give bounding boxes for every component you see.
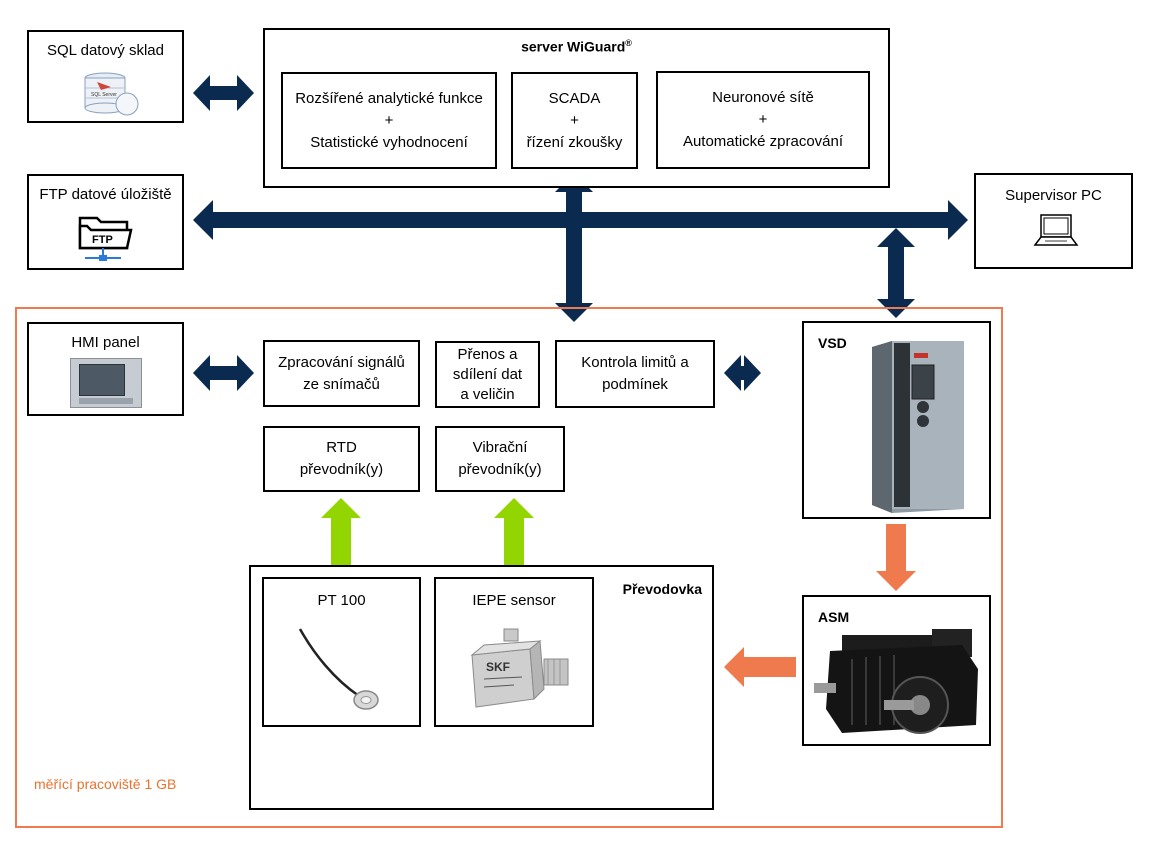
gearbox-label: Převodovka <box>622 581 702 597</box>
rtd-converter-box: RTD převodník(y) <box>263 426 420 492</box>
measurement-station-label: měřící pracoviště 1 GB <box>34 776 177 792</box>
ftp-folder-icon: FTP <box>78 216 133 261</box>
hmi-panel-label: HMI panel <box>71 334 140 351</box>
asm-motor-image <box>814 629 978 734</box>
iepe-label: IEPE sensor <box>472 592 556 609</box>
vsd-drive-image <box>872 341 964 513</box>
server-station-arrow <box>555 173 593 322</box>
bus-vsd-arrow <box>877 228 915 318</box>
vibration-converter-box: Vibrační převodník(y) <box>435 426 565 492</box>
vsd-box: VSD <box>802 321 991 519</box>
hmi-panel-image <box>70 358 142 408</box>
asm-box: ASM <box>802 595 991 746</box>
svg-text:SKF: SKF <box>486 660 510 674</box>
iepe-sensor-box: IEPE sensor SKF <box>434 577 594 727</box>
pt100-label: PT 100 <box>317 592 366 609</box>
svg-text:FTP: FTP <box>92 234 113 246</box>
laptop-icon <box>1033 214 1079 246</box>
pt100-to-rtd-arrow <box>321 498 361 566</box>
signal-processing-box: Zpracování signálů ze snímačů <box>263 340 420 407</box>
iepe-sensor-image: SKF <box>470 628 569 708</box>
server-module-neural: Neuronové sítě + Automatické zpracování <box>656 71 870 169</box>
pt100-sensor-box: PT 100 <box>262 577 421 727</box>
vsd-to-asm-arrow <box>876 524 916 591</box>
data-transfer-box: Přenos a sdílení dat a veličin <box>435 341 540 408</box>
server-module-analytics: Rozšířené analytické funkce + Statistick… <box>281 72 497 169</box>
pt100-sensor-image <box>298 628 379 710</box>
supervisor-pc-label: Supervisor PC <box>1005 187 1102 204</box>
sql-storage-box: SQL datový sklad SQL Server <box>27 30 184 123</box>
limit-check-box: Kontrola limitů a podmínek <box>555 340 715 408</box>
vsd-label: VSD <box>818 335 847 351</box>
sql-server-icon: SQL Server <box>84 72 139 116</box>
iepe-to-vibration-arrow <box>494 498 534 566</box>
hmi-panel-box: HMI panel <box>27 322 184 416</box>
server-module-scada: SCADA + řízení zkoušky <box>511 72 638 169</box>
supervisor-pc-box: Supervisor PC <box>974 173 1133 269</box>
svg-text:SQL Server: SQL Server <box>91 92 117 98</box>
ftp-storage-box: FTP datové úložiště FTP <box>27 174 184 270</box>
asm-to-gearbox-arrow <box>724 647 796 687</box>
limits-vsd-arrow <box>724 355 761 391</box>
asm-label: ASM <box>818 609 850 625</box>
sql-storage-label: SQL datový sklad <box>46 42 164 59</box>
sql-server-arrow <box>193 75 254 111</box>
ftp-storage-label: FTP datové úložiště <box>39 186 172 203</box>
server-title: server WiGuard® <box>521 38 632 55</box>
hmi-processing-arrow <box>193 355 254 391</box>
measurement-station-region <box>15 307 1003 828</box>
